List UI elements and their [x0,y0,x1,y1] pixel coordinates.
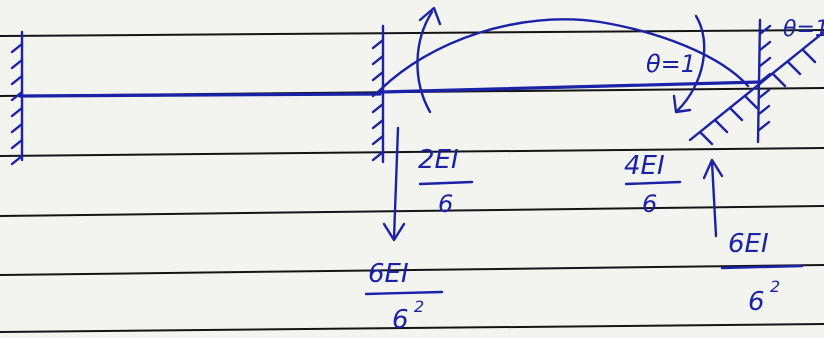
shear-label-left: 6EI 6 2 [364,259,444,335]
moment-right-denominator: 6 [642,190,657,218]
ruled-line [0,29,824,37]
ruled-line [0,264,824,276]
shear-left-denominator: 6 [392,305,409,335]
ruled-line [0,205,824,217]
moment-left-numerator: 2EI [418,145,459,175]
shear-left-numerator: 6EI [368,259,409,289]
beam-line [18,92,382,98]
shear-left-exponent: 2 [414,297,424,316]
shear-arrow-left-icon [382,126,406,242]
moment-right-numerator: 4EI [624,151,665,181]
ruled-line [0,147,824,157]
rotated-support-icon [688,30,824,146]
rotation-arrow-right-icon [672,14,706,114]
shear-right-numerator: 6EI [728,229,769,259]
moment-left-denominator: 6 [438,190,453,218]
shear-right-denominator: 6 [748,287,765,317]
rotation-arrow-left-icon [416,6,442,114]
rotation-label-left: θ=1 [646,50,696,78]
fixed-support-left-icon [10,30,24,166]
ruled-line [0,323,824,333]
moment-label-right: 4EI 6 [624,151,682,218]
deflected-shape-curve [376,18,750,94]
shear-right-exponent: 2 [770,277,780,296]
rotation-label-right: θ=1 [783,17,824,42]
shear-arrow-right-icon [702,158,724,238]
moment-label-left: 2EI 6 [418,145,474,218]
shear-label-right: 6EI 6 2 [720,229,804,317]
